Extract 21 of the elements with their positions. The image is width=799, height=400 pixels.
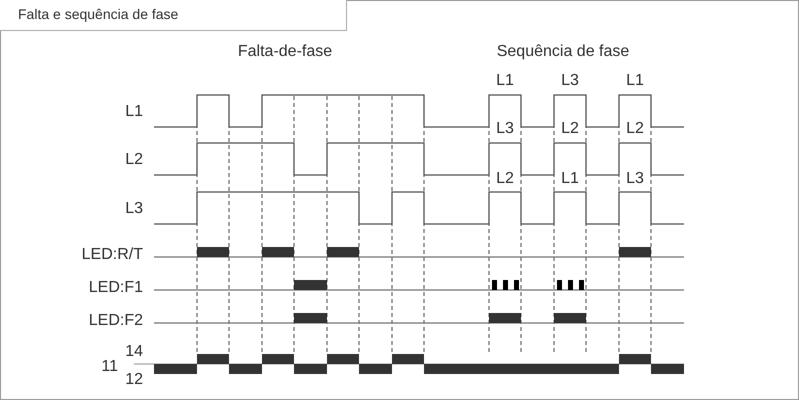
signal-label: LED:F2 — [88, 312, 143, 330]
phase-label: L1 — [496, 72, 514, 90]
signal-label: L1 — [125, 103, 143, 121]
section-heading: Sequência de fase — [496, 43, 630, 61]
phase-label: L1 — [561, 170, 579, 188]
phase-label: L3 — [496, 120, 514, 138]
diagram-title: Falta e sequência de fase — [18, 6, 178, 22]
signal-label: LED:R/T — [82, 246, 143, 264]
signal-label: LED:F1 — [88, 279, 143, 297]
section-heading: Falta-de-fase — [238, 43, 332, 61]
phase-label: L2 — [626, 120, 644, 138]
phase-label: L3 — [626, 170, 644, 188]
phase-label: L2 — [561, 120, 579, 138]
terminal-label: 11 — [101, 358, 118, 376]
terminal-label: 14 — [125, 343, 143, 361]
phase-label: L1 — [626, 72, 644, 90]
phase-label: L3 — [561, 72, 579, 90]
signal-label: L3 — [125, 200, 143, 218]
terminal-label: 12 — [125, 371, 143, 389]
signal-label: L2 — [125, 151, 143, 169]
phase-label: L2 — [496, 170, 514, 188]
